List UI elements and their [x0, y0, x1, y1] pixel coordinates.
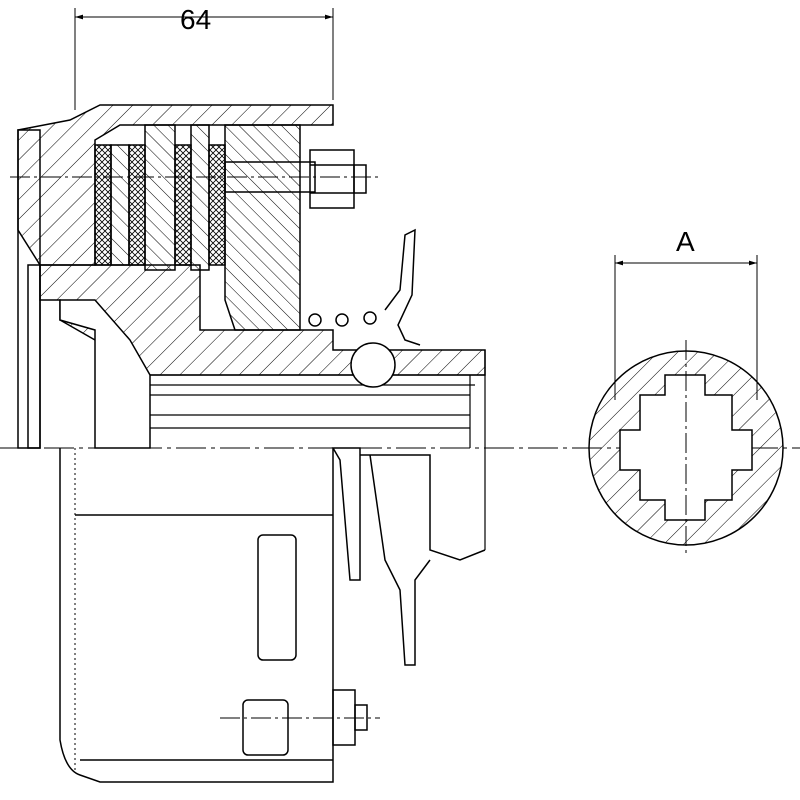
- bolt-top: [10, 149, 380, 209]
- dimension-64: [74, 8, 334, 110]
- dimension-a-label: A: [676, 226, 695, 257]
- bolt-bottom: [220, 689, 380, 746]
- housing-lower: [59, 448, 334, 783]
- tab-1: [257, 534, 297, 661]
- dimension-64-label: 64: [180, 4, 212, 35]
- housing-section: [17, 104, 334, 266]
- lock-lever: [384, 228, 421, 346]
- lever-lower: [360, 454, 486, 666]
- friction-discs: [94, 124, 301, 331]
- tab-2: [242, 699, 289, 756]
- lock-ball: [350, 342, 396, 388]
- flange-lower: [331, 447, 361, 581]
- dimension-a: [614, 255, 758, 400]
- shaft-splines: [150, 350, 486, 550]
- spline-section: [588, 340, 784, 555]
